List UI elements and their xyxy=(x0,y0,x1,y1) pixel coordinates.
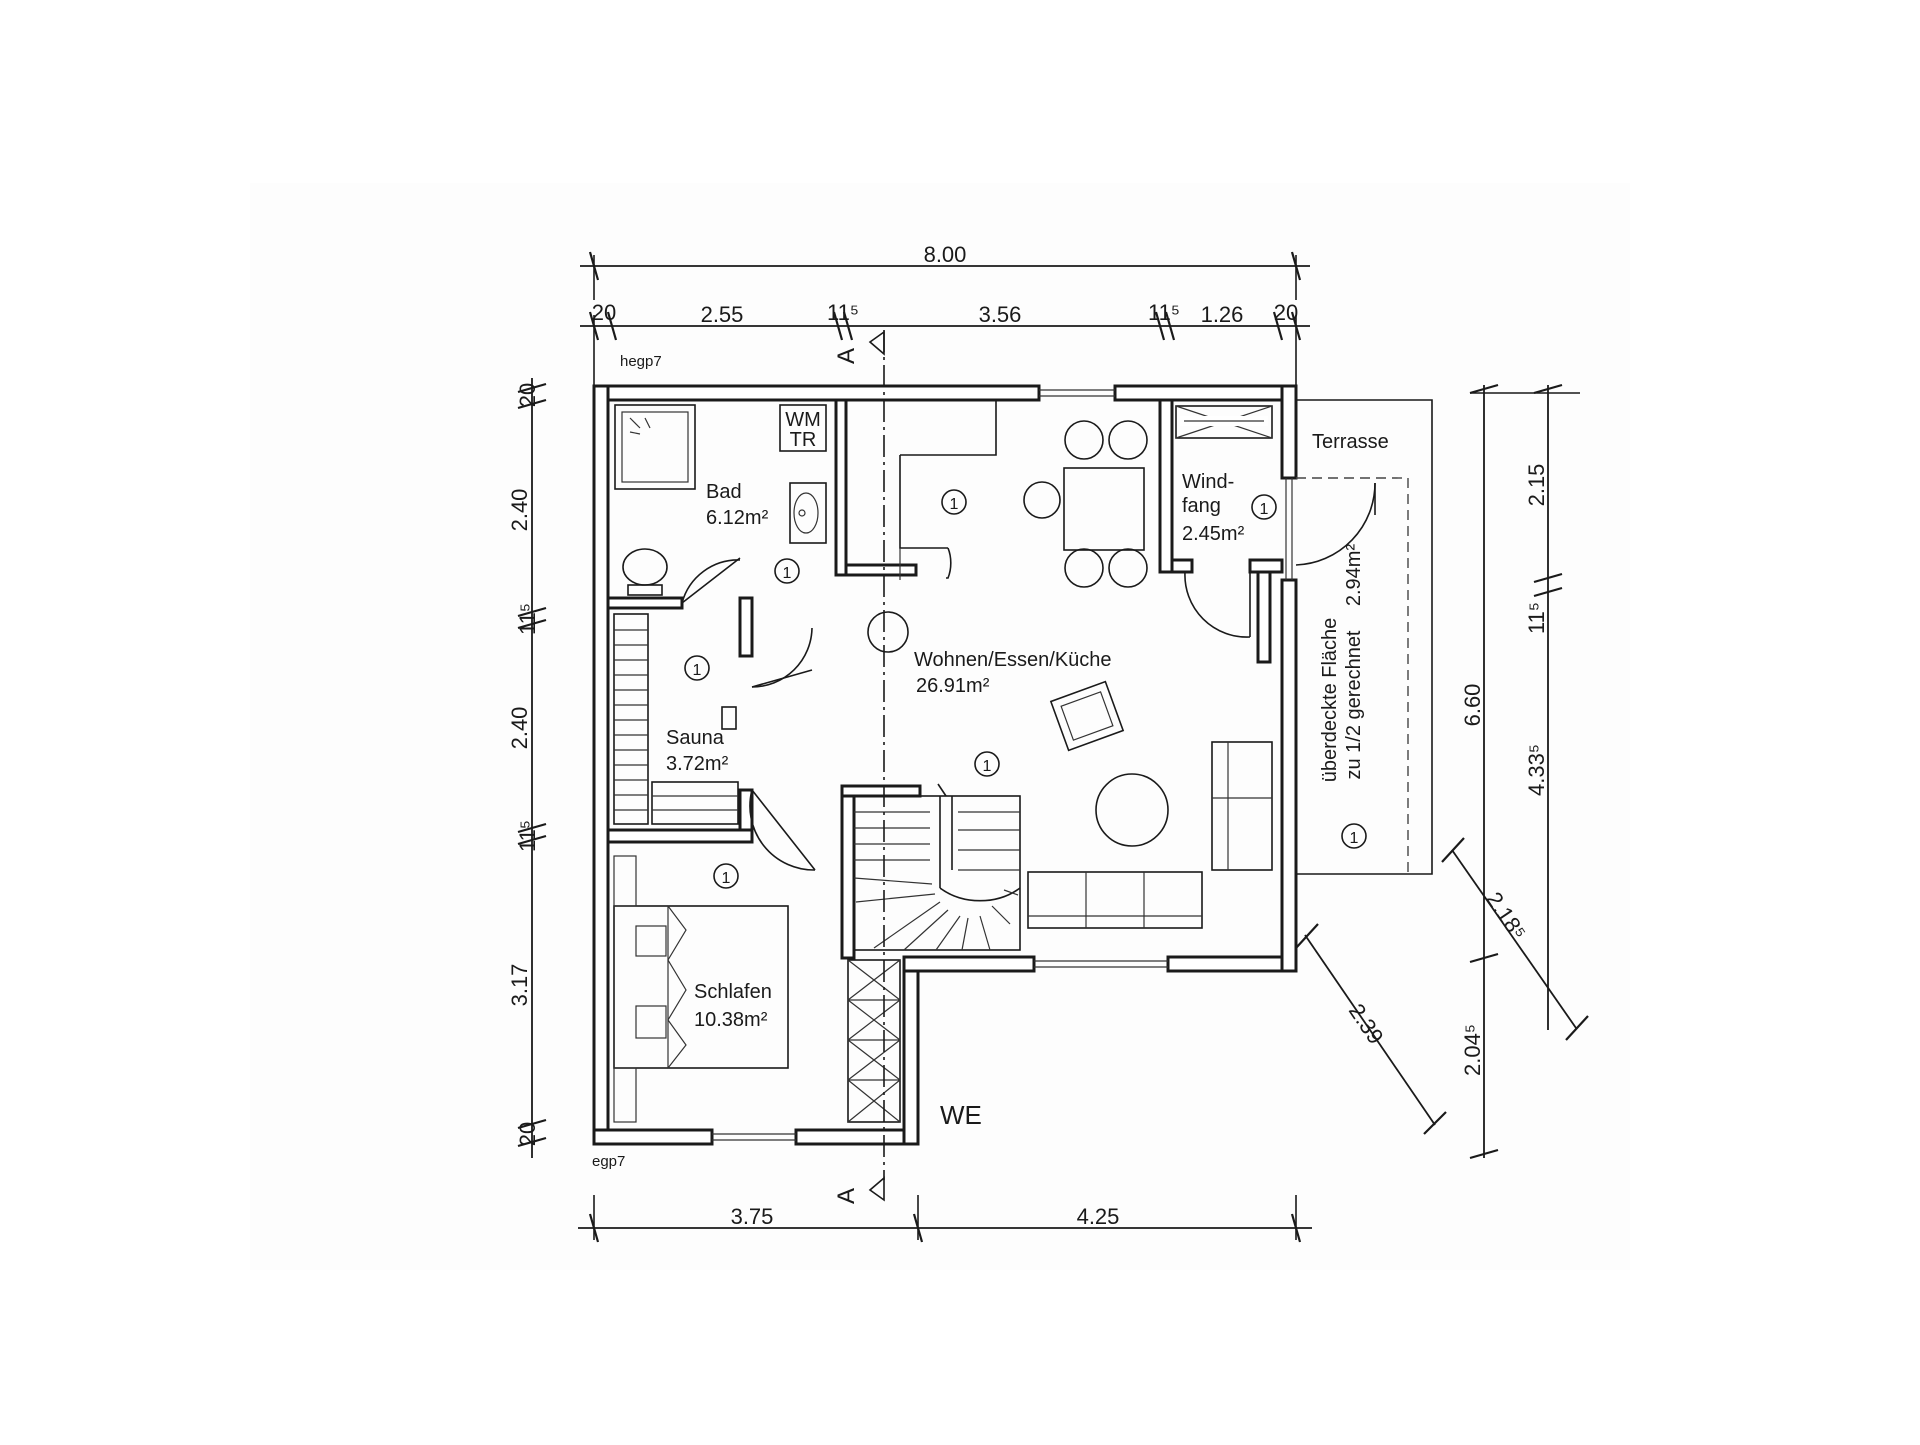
room-marker-wohnen-top: 1 xyxy=(950,496,959,513)
bad-room-area: 6.12m² xyxy=(706,507,769,529)
sofa-right xyxy=(1211,741,1273,871)
dim-top-seg-7: 20 xyxy=(1274,300,1298,325)
windfang-name-line1: Wind- xyxy=(1182,471,1234,493)
kitchen-counter xyxy=(899,400,997,580)
sauna-room-area: 3.72m² xyxy=(666,753,729,775)
terrace-outline xyxy=(1296,399,1433,875)
dim-right-total: 6.60 xyxy=(1460,684,1485,727)
tr-label: TR xyxy=(790,429,817,451)
covered-area-line2: zu 1/2 gerechnet xyxy=(1343,630,1365,779)
room-marker-schlafen: 1 xyxy=(722,870,731,887)
wohnen-room-name: Wohnen/Essen/Küche xyxy=(914,649,1112,671)
windfang-room-area: 2.45m² xyxy=(1182,523,1245,545)
schlafen-room-area: 10.38m² xyxy=(694,1009,768,1031)
dim-top-seg-2: 2.55 xyxy=(701,302,744,327)
dim-left-seg-3: 11⁵ xyxy=(515,603,540,635)
sofa-bottom xyxy=(1027,871,1203,929)
left-dimension-chain xyxy=(517,378,547,1158)
outer-walls xyxy=(592,384,1298,1146)
wardrobe xyxy=(847,959,901,1123)
schlafen-room-name: Schlafen xyxy=(694,981,772,1003)
bed xyxy=(613,855,789,1123)
dim-top-seg-3: 11⁵ xyxy=(827,300,859,325)
dim-top-seg-4: 3.56 xyxy=(979,302,1022,327)
dim-left-seg-2: 2.40 xyxy=(507,489,532,532)
paper-scan xyxy=(250,183,1630,1270)
room-markers xyxy=(684,489,1367,889)
dim-bottom-seg-1: 3.75 xyxy=(731,1204,774,1229)
dim-right-lower: 2.04⁵ xyxy=(1460,1024,1485,1076)
bathroom-fixtures xyxy=(614,404,827,596)
sauna-room-name: Sauna xyxy=(666,727,725,749)
room-marker-wohnen: 1 xyxy=(983,758,992,775)
top-dimension-chain xyxy=(580,251,1310,400)
bad-room-name: Bad xyxy=(706,481,742,503)
windows xyxy=(712,389,1293,1141)
section-marker-top: A xyxy=(833,348,860,364)
doors xyxy=(681,482,1376,871)
dining-set xyxy=(1023,420,1148,588)
dim-top-total: 8.00 xyxy=(924,242,967,267)
terrasse-label: Terrasse xyxy=(1312,431,1389,453)
wm-label: WM xyxy=(785,409,821,431)
dim-left-seg-6: 3.17 xyxy=(507,964,532,1007)
wohnen-room-area: 26.91m² xyxy=(916,675,990,697)
section-marker-bottom: A xyxy=(833,1188,860,1204)
room-marker-terrasse: 1 xyxy=(1350,830,1359,847)
dim-left-seg-4: 2.40 xyxy=(507,707,532,750)
bottom-dimension-chain xyxy=(578,1195,1312,1243)
covered-area-value: 2.94m² xyxy=(1343,544,1365,607)
room-marker-windfang: 1 xyxy=(1260,501,1269,518)
sauna-benches xyxy=(613,613,739,825)
staircase xyxy=(853,783,1021,951)
windfang-name-line2: fang xyxy=(1182,495,1221,517)
section-axis xyxy=(868,330,885,1202)
armchair xyxy=(1049,680,1125,752)
round-side-table xyxy=(867,611,909,653)
dim-right-seg-3: 4.33⁵ xyxy=(1524,744,1549,796)
right-dimension-chain xyxy=(1469,383,1580,1160)
dim-right-seg-2: 11⁵ xyxy=(1524,602,1549,634)
dim-bottom-seg-2: 4.25 xyxy=(1077,1204,1120,1229)
diagonal-dimensions xyxy=(1295,837,1589,1135)
covered-area-line1: überdeckte Fläche xyxy=(1319,618,1341,783)
entrance-label: WE xyxy=(940,1100,982,1130)
interior-walls xyxy=(606,398,1284,960)
room-marker-sauna: 1 xyxy=(693,662,702,679)
plan-code-bottom: egp7 xyxy=(592,1153,625,1170)
dim-left-seg-5: 11⁵ xyxy=(515,820,540,852)
dim-top-seg-6: 1.26 xyxy=(1201,302,1244,327)
room-marker-bad: 1 xyxy=(783,565,792,582)
dim-top-seg-1: 20 xyxy=(592,300,616,325)
coffee-table xyxy=(1095,773,1169,847)
windfang-storage xyxy=(1175,405,1273,439)
plan-code-top: hegp7 xyxy=(620,353,662,370)
dim-top-seg-5: 11⁵ xyxy=(1148,300,1180,325)
dim-left-seg-1: 20 xyxy=(515,383,540,407)
dim-left-seg-7: 20 xyxy=(515,1122,540,1146)
dim-right-seg-1: 2.15 xyxy=(1524,464,1549,507)
